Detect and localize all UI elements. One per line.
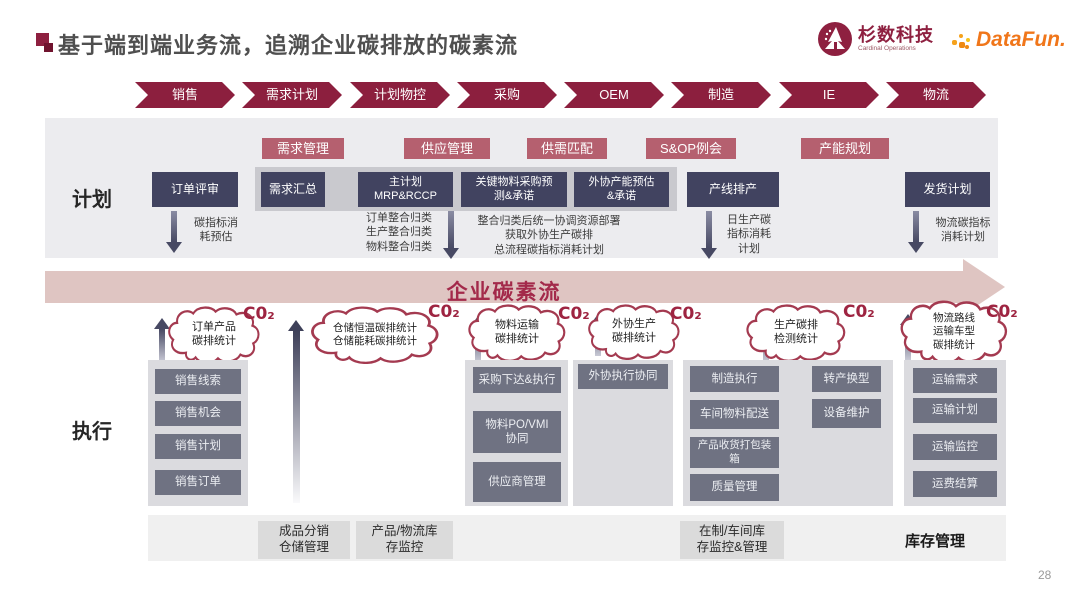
exec-box-transport-monitoring: 运输监控 [913,434,997,460]
title-bullet-small-icon [44,43,53,52]
plan-box-shipping-plan: 发货计划 [905,172,990,207]
cloud-icon [746,304,846,362]
exec-box-sales-orders: 销售订单 [155,470,241,495]
exec-box-purchase-release: 采购下达&执行 [473,367,561,393]
co2-cloud-oem-production: 外协生产 碳排统计 [586,304,682,360]
co2-label: C0₂ [986,302,1018,322]
plan-box-order-review: 订单评审 [152,172,238,207]
exec-box-freight-settlement: 运费结算 [913,471,997,497]
datafun-logo: DataFun. [976,28,1066,51]
tag-demand-management: 需求管理 [262,138,344,159]
tag-capacity-planning: 产能规划 [801,138,889,159]
exec-box-equipment-maintenance: 设备维护 [812,399,881,428]
tall-up-arrow-icon [288,320,304,503]
co2-cloud-warehouse: 仓储恒温碳排统计 仓储能耗碳排统计 [308,306,442,364]
inv-box-wip-inventory: 在制/车间库 存监控&管理 [680,521,784,559]
exec-box-quality-management: 质量管理 [690,474,779,501]
plan-section-label: 计划 [72,189,112,211]
note-logistics-carbon-plan: 物流碳指标 消耗计划 [935,217,991,244]
tag-supply-demand-match: 供需匹配 [527,138,607,159]
exec-box-po-vmi: 物料PO/VMI 协同 [473,411,561,453]
co2-cloud-production-detection: 生产碳排 检测统计 [744,304,848,362]
plan-box-oem-capacity: 外协产能预估 &承诺 [574,172,669,207]
tag-supply-management: 供应管理 [404,138,490,159]
down-arrow-icon [908,211,924,253]
flow-stage-demand-planning: 需求计划 [242,82,342,108]
datafun-dots-icon [952,30,976,54]
pine-tree-icon [824,27,845,51]
inventory-management-label: 库存管理 [905,533,966,550]
plan-box-demand-summary: 需求汇总 [261,172,325,207]
carbon-flow-banner-title: 企业碳素流 [446,281,562,304]
co2-label: C0₂ [243,304,275,324]
cardinal-operations-logo-icon [818,22,852,56]
plan-box-master-plan: 主计划 MRP&RCCP [358,172,453,207]
down-arrow-icon [166,211,182,253]
plan-box-line-scheduling: 产线排产 [687,172,779,207]
cardinal-operations-wordmark: 杉数科技 Cardinal Operations [858,26,934,53]
up-arrow-icon [154,318,170,362]
exec-box-sales-plan: 销售计划 [155,434,241,459]
exec-box-product-packing: 产品收货打包装 箱 [690,437,779,468]
co2-label: C0₂ [843,302,875,322]
co2-label: C0₂ [670,304,702,324]
flow-stage-sales: 销售 [135,82,235,108]
page-number: 28 [1038,568,1052,582]
flow-stage-ie: IE [779,82,879,108]
flow-stage-procurement: 采购 [457,82,557,108]
exec-box-transport-demand: 运输需求 [913,368,997,393]
cardinal-name: 杉数科技 [858,25,934,45]
note-daily-production-carbon-plan: 日生产碳 指标消耗 计划 [727,214,771,255]
execution-section-label: 执行 [72,421,112,443]
note-carbon-consumption-estimate: 碳指标消 耗预估 [194,217,238,244]
down-arrow-icon [701,211,717,259]
exec-box-changeover: 转产换型 [812,366,881,392]
exec-box-sales-opportunities: 销售机会 [155,401,241,426]
flow-stage-logistics: 物流 [886,82,986,108]
co2-label: C0₂ [558,304,590,324]
flow-stage-oem: OEM [564,82,664,108]
co2-cloud-order-product: 订单产品 碳排统计 [166,306,262,364]
exec-box-transport-plan: 运输计划 [913,398,997,423]
cloud-icon [311,306,439,364]
cardinal-subtitle: Cardinal Operations [858,45,916,52]
inv-box-finished-goods-warehouse: 成品分销 仓储管理 [258,521,350,559]
exec-box-supplier-management: 供应商管理 [473,462,561,502]
inv-box-product-logistics-monitoring: 产品/物流库 存监控 [356,521,453,559]
exec-box-sales-leads: 销售线索 [155,369,241,394]
note-order-consolidation: 订单整合归类 生产整合归类 物料整合归类 [366,212,432,253]
cloud-icon [468,304,566,362]
note-resource-coordination: 整合归类后统一协调资源部署 获取外协生产碳排 总流程碳指标消耗计划 [477,215,621,256]
cloud-icon [168,306,260,364]
exec-box-workshop-delivery: 车间物料配送 [690,400,779,429]
plan-box-key-material-forecast: 关键物料采购预 测&承诺 [461,172,567,207]
tag-sop-meeting: S&OP例会 [646,138,736,159]
cloud-icon [900,300,1008,364]
exec-box-oem-collaboration: 外协执行协同 [578,364,668,389]
title-bullet-icon [36,33,49,46]
flow-stage-planning-material-control: 计划物控 [350,82,450,108]
co2-cloud-logistics-route: 物流路线 运输车型 碳排统计 [898,300,1010,364]
page-title: 基于端到端业务流，追溯企业碳排放的碳素流 [58,33,519,58]
co2-label: C0₂ [428,302,460,322]
cloud-icon [588,304,680,360]
co2-cloud-material-transport: 物料运输 碳排统计 [466,304,568,362]
down-arrow-icon [443,211,459,259]
carbon-flow-arrow [45,271,963,303]
flow-stage-manufacturing: 制造 [671,82,771,108]
exec-box-manufacturing-execution: 制造执行 [690,366,779,392]
